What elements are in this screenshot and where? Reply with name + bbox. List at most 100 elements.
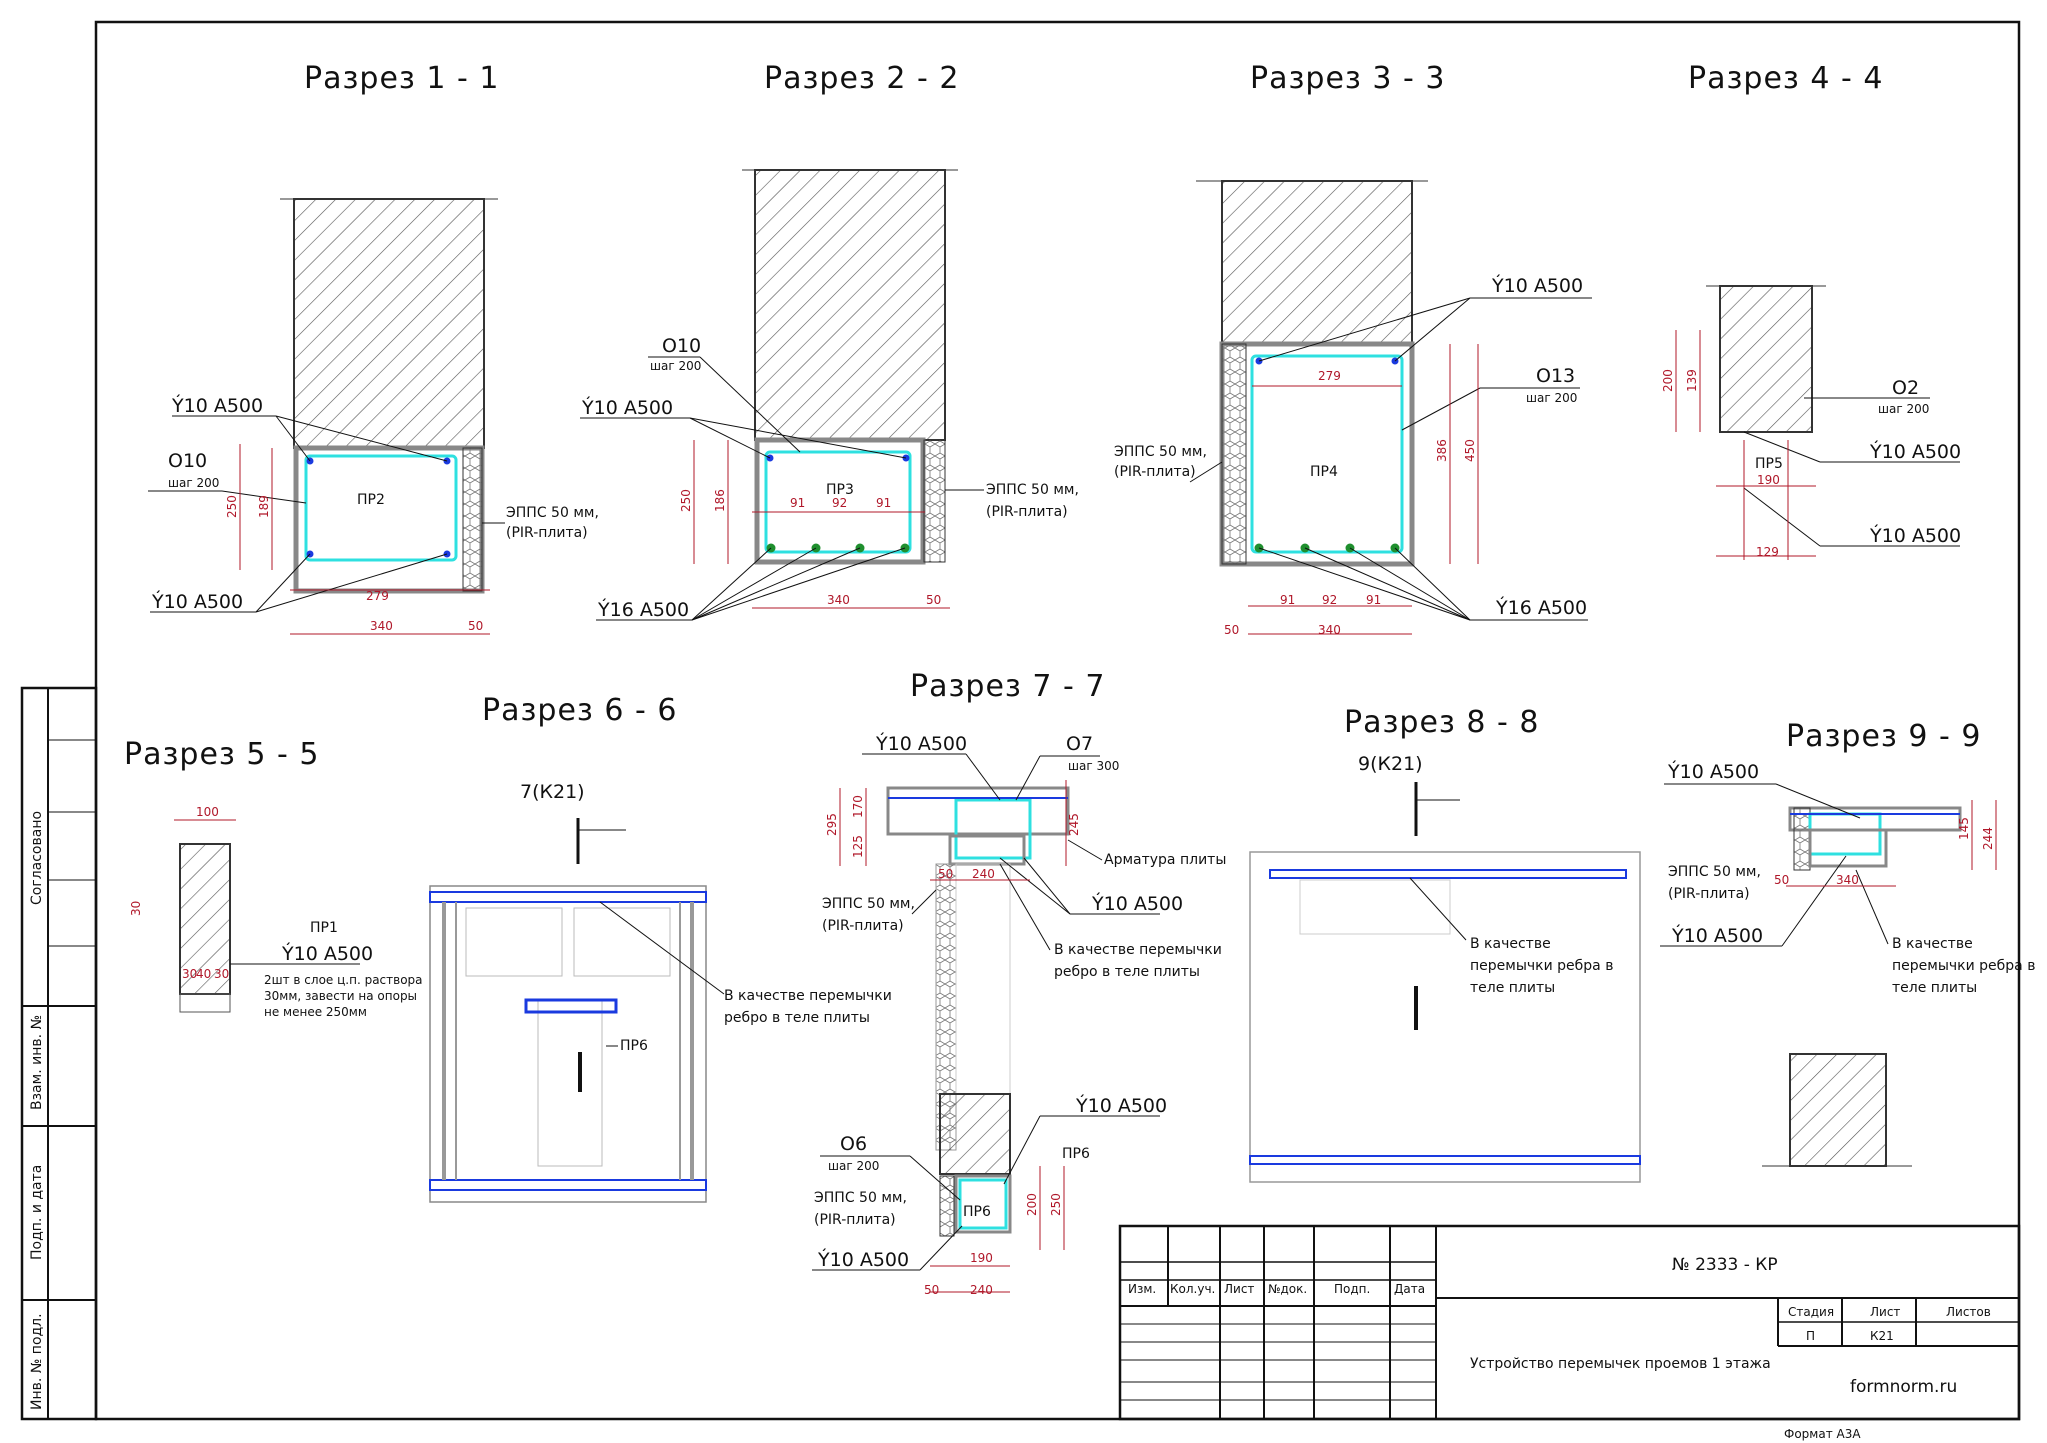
title-block-text: № 2333 - КР Изм. Кол.уч. Лист №док. Подп… <box>1128 1255 1991 1441</box>
rib-note-8a: В качестве <box>1470 936 1551 952</box>
dim-100: 100 <box>196 805 219 819</box>
section-title-5: Разрез 5 - 5 <box>124 737 320 772</box>
rib-note-9a: В качестве <box>1892 936 1973 952</box>
dim-250b: 250 <box>679 489 693 512</box>
dim-186: 186 <box>713 489 727 512</box>
section-title-6: Разрез 6 - 6 <box>482 693 678 728</box>
rib-note-8c: теле плиты <box>1470 980 1555 996</box>
dim-50d: 50 <box>938 867 953 881</box>
dim-245: 245 <box>1067 813 1081 836</box>
dim-200b: 200 <box>1025 1193 1039 1216</box>
callout-step-7b: шаг 200 <box>828 1159 879 1173</box>
section-8: Разрез 8 - 8 9(К21) В качестве перемычки… <box>1249 705 1641 1183</box>
callout-rebar-9b: Ý10 А500 <box>1671 924 1763 947</box>
section-title-7: Разрез 7 - 7 <box>910 669 1106 704</box>
rib-note-7b: ребро в теле плиты <box>1054 964 1200 980</box>
col-doc: №док. <box>1268 1282 1307 1296</box>
sheet-frame <box>20 20 2021 1421</box>
pr1-note-2: 30мм, завести на опоры <box>264 989 417 1003</box>
section-1: Разрез 1 - 1 ПР2 Ý10 А500 О10 шаг 200 Ý1… <box>148 61 599 635</box>
callout-rebar-7c: Ý10 А500 <box>1075 1094 1167 1117</box>
callout-rebar-7b: Ý10 А500 <box>1091 892 1183 915</box>
epps-2: (PIR-плита) <box>506 525 588 541</box>
callout-rebar-7a: Ý10 А500 <box>875 732 967 755</box>
title-block <box>1118 1224 2021 1421</box>
dim-240b: 240 <box>970 1283 993 1297</box>
mark-pr6-c: ПР6 <box>1062 1146 1090 1162</box>
callout-rebar-top-2: Ý10 А500 <box>581 396 673 419</box>
dim-92c: 92 <box>1322 593 1337 607</box>
section-title-9: Разрез 9 - 9 <box>1786 719 1982 754</box>
dim-340f: 340 <box>1836 873 1859 887</box>
mark-pr1: ПР1 <box>310 920 338 936</box>
sheets-header: Листов <box>1946 1305 1991 1319</box>
pr1-note-3: не менее 250мм <box>264 1005 367 1019</box>
section-6: Разрез 6 - 6 7(К21) ПР6 В качестве перем… <box>429 693 892 1203</box>
dim-279c: 279 <box>1318 369 1341 383</box>
dim-92: 92 <box>832 496 847 510</box>
dim-340c: 340 <box>1318 623 1341 637</box>
epps-2c: (PIR-плита) <box>1114 464 1196 480</box>
stamp-inv-orig: Инв. № подл. <box>29 1313 45 1410</box>
section-title-2: Разрез 2 - 2 <box>764 61 960 96</box>
mark-pr6: ПР6 <box>620 1038 648 1054</box>
dim-50f: 50 <box>1774 873 1789 887</box>
callout-rebar-bottom: Ý10 А500 <box>151 590 243 613</box>
callout-o2: О2 <box>1892 377 1919 399</box>
slab-rebar-note: Арматура плиты <box>1104 852 1226 868</box>
callout-o10-2: О10 <box>662 335 701 357</box>
cut-label-k21-7: 7(К21) <box>520 781 585 803</box>
dim-250: 250 <box>225 495 239 518</box>
dim-295: 295 <box>825 813 839 836</box>
col-kol: Кол.уч. <box>1170 1282 1215 1296</box>
callout-o10: О10 <box>168 450 207 472</box>
side-stamp: Согласовано Взам. инв. № Подп. и дата Ин… <box>29 811 45 1410</box>
dim-125: 125 <box>851 835 865 858</box>
dim-244: 244 <box>1981 827 1995 850</box>
dim-386: 386 <box>1435 439 1449 462</box>
callout-step: шаг 200 <box>168 476 219 490</box>
section-7: Разрез 7 - 7 ПР6 Ý10 А500 О7 шаг 300 Арм… <box>812 669 1226 1297</box>
dim-91c: 91 <box>1280 593 1295 607</box>
callout-o13: О13 <box>1536 365 1575 387</box>
stamp-agreed: Согласовано <box>29 811 45 905</box>
epps-2d: (PIR-плита) <box>822 918 904 934</box>
epps-1: ЭППС 50 мм, <box>506 505 599 521</box>
pr1-note-1: 2шт в слое ц.п. раствора <box>264 973 423 987</box>
section-3: Разрез 3 - 3 ПР4 Ý10 А500 О13 шаг 200 Ý1… <box>1114 61 1592 637</box>
epps-1c: ЭППС 50 мм, <box>1114 444 1207 460</box>
callout-rebar-top-3: Ý10 А500 <box>1491 274 1583 297</box>
dim-91d: 91 <box>1366 593 1381 607</box>
col-izm: Изм. <box>1128 1282 1156 1296</box>
dim-50e: 50 <box>924 1283 939 1297</box>
stage-header: Стадия <box>1788 1305 1834 1319</box>
section-title-8: Разрез 8 - 8 <box>1344 705 1540 740</box>
epps-2e: (PIR-плита) <box>814 1212 896 1228</box>
dim-50c: 50 <box>1224 623 1239 637</box>
dim-91b: 91 <box>876 496 891 510</box>
dim-139: 139 <box>1685 369 1699 392</box>
insulation <box>462 447 483 592</box>
dim-40: 40 <box>196 967 211 981</box>
callout-o7: О7 <box>1066 733 1093 755</box>
callout-rebar16-2: Ý16 А500 <box>597 598 689 621</box>
callout-step-7: шаг 300 <box>1068 759 1119 773</box>
epps-1f: ЭППС 50 мм, <box>1668 864 1761 880</box>
epps-1e: ЭППС 50 мм, <box>814 1190 907 1206</box>
dim-30side: 30 <box>129 901 143 916</box>
callout-step-3: шаг 200 <box>1526 391 1577 405</box>
callout-rebar-7d: Ý10 А500 <box>817 1248 909 1271</box>
dim-190: 190 <box>1757 473 1780 487</box>
dim-340: 340 <box>370 619 393 633</box>
dim-91a: 91 <box>790 496 805 510</box>
section-title-4: Разрез 4 - 4 <box>1688 61 1884 96</box>
col-date: Дата <box>1394 1282 1425 1296</box>
callout-step-4: шаг 200 <box>1878 402 1929 416</box>
sheet-header: Лист <box>1870 1305 1900 1319</box>
dim-279: 279 <box>366 589 389 603</box>
dim-189: 189 <box>257 495 271 518</box>
section-4: Разрез 4 - 4 О2 шаг 200 ПР5 Ý10 А500 Ý10… <box>1661 61 1961 560</box>
dim-240a: 240 <box>972 867 995 881</box>
epps-2f: (PIR-плита) <box>1668 886 1750 902</box>
lintel-formwork <box>293 445 485 594</box>
